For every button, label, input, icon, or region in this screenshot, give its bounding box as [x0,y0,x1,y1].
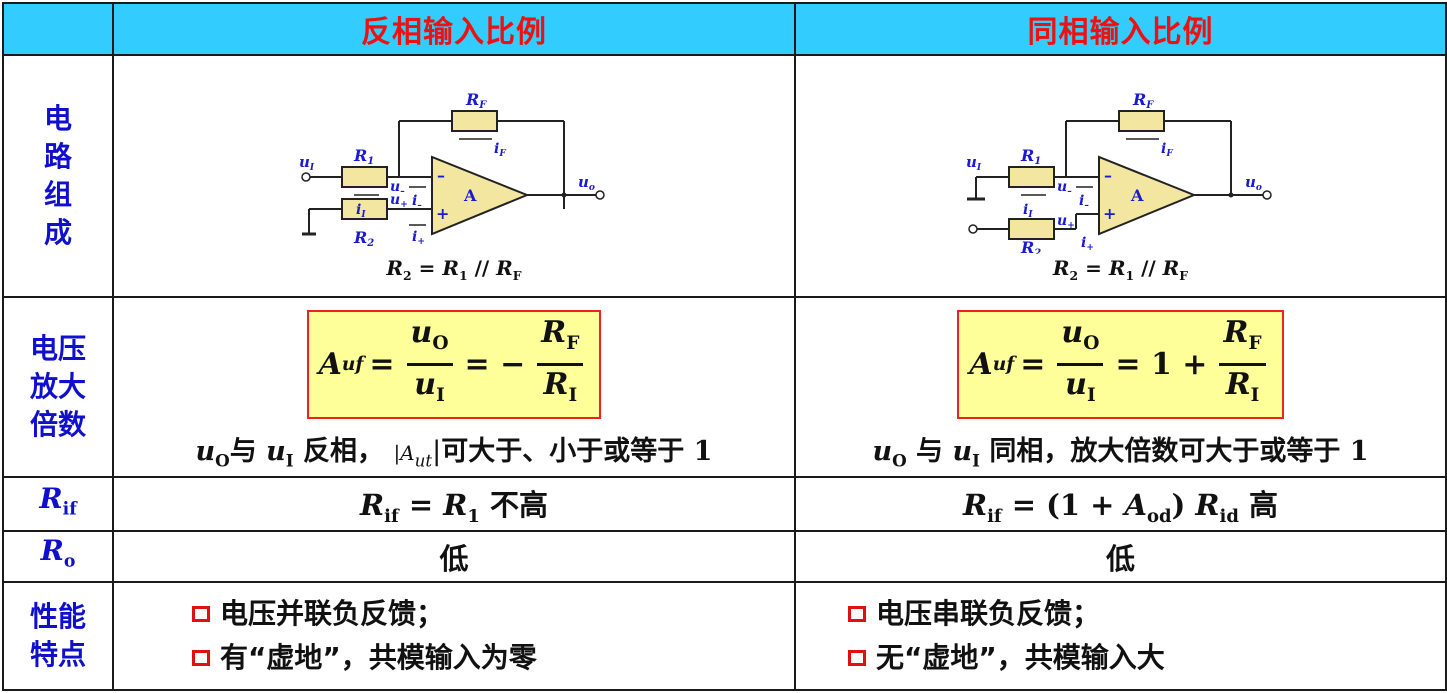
list-item: 无“虚地”，共模输入大 [848,636,1445,680]
circuit-row: 电 路 组 成 [2,54,1447,299]
noninverting-gain-description: uO 与 uI 同相，放大倍数可大于或等于 1 [872,435,1369,471]
gain-row-label: 电压 放大 倍数 [2,296,114,478]
checkbox-square-icon [848,606,866,623]
svg-text:iI: iI [356,202,366,220]
resistor-R1 [1007,166,1055,189]
inverting-circuit-caption: R2 = R1 // RF [386,256,522,284]
svg-text:i–: i– [1079,193,1089,211]
svg-text:R1: R1 [353,146,374,167]
inverting-title: 反相输入比例 [361,15,547,51]
noninverting-rif-cell: Rif = (1 + Aod) Rid 高 [794,475,1447,533]
inverting-circuit-cell: RF iF R1 iI R2 uI u– u+ i– i+ uo A – + R… [112,54,796,299]
checkbox-square-icon [192,650,210,667]
svg-text:RF: RF [1132,90,1154,111]
svg-text:R1: R1 [1020,146,1041,167]
ro-row: Ro 低 低 [2,530,1447,584]
features-row-label: 性能 特点 [2,581,114,691]
inverting-ro-cell: 低 [112,530,796,584]
checkbox-square-icon [192,606,210,623]
header-corner [2,1,114,57]
checkbox-square-icon [848,650,866,667]
circuit-row-label: 电 路 组 成 [2,54,114,299]
svg-text:uo: uo [578,173,595,193]
opamp-triangle [1097,155,1197,236]
list-item: 电压并联负反馈； [192,592,794,636]
svg-text:i–: i– [412,193,422,211]
svg-text:iI: iI [1023,202,1033,220]
svg-text:R2: R2 [353,228,374,249]
svg-text:uI: uI [966,153,982,173]
svg-text:+: + [1103,204,1116,223]
svg-text:i+: i+ [1081,235,1094,253]
ro-row-label: Ro [2,530,114,584]
svg-text:R2: R2 [1020,238,1041,254]
header-row: 反相输入比例 同相输入比例 [2,1,1447,57]
resistor-RF [1117,110,1165,133]
noninverting-circuit-cell: RF iF R1 iI R2 uI u– u+ i– i+ uo A – + R… [794,54,1447,299]
svg-text:u+: u+ [390,192,408,210]
rif-row: Rif Rif = R1 不高 Rif = (1 + Aod) Rid 高 [2,475,1447,533]
svg-text:i+: i+ [412,229,425,247]
svg-text:A: A [463,186,477,205]
features-row: 性能 特点 电压并联负反馈； 有“虚地”，共模输入为零 电压串联负反馈； 无“虚… [2,581,1447,691]
list-item: 有“虚地”，共模输入为零 [192,636,794,680]
svg-text:+: + [436,204,449,223]
noninverting-title: 同相输入比例 [1027,15,1214,51]
header-inverting: 反相输入比例 [112,1,796,57]
resistor-R2 [1007,218,1055,241]
svg-text:u–: u– [1057,179,1072,197]
svg-text:u+: u+ [1057,213,1075,231]
svg-text:u–: u– [390,179,405,197]
svg-text:–: – [437,166,445,185]
inverting-features-cell: 电压并联负反馈； 有“虚地”，共模输入为零 [112,581,796,691]
noninverting-circuit-caption: R2 = R1 // RF [1052,256,1189,284]
svg-text:uI: uI [299,153,315,173]
svg-text:iF: iF [1161,141,1173,159]
svg-text:RF: RF [465,90,487,111]
inverting-circuit-diagram: RF iF R1 iI R2 uI u– u+ i– i+ uo A – + [299,90,605,249]
opamp-triangle [431,155,530,236]
noninverting-ro-cell: 低 [794,530,1447,584]
svg-text:iF: iF [494,141,506,159]
resistor-RF [451,110,498,133]
resistor-R1 [341,166,388,189]
header-noninverting: 同相输入比例 [794,1,1447,57]
inverting-gain-description: uO与 uI 反相， |Aut|可大于、小于或等于 1 [195,435,713,471]
list-item: 电压串联负反馈； [848,592,1445,636]
svg-text:A: A [1130,186,1144,205]
rif-row-label: Rif [2,475,114,533]
noninverting-features-cell: 电压串联负反馈； 无“虚地”，共模输入大 [794,581,1447,691]
svg-text:–: – [1104,166,1112,185]
noninverting-circuit-diagram: RF iF R1 iI R2 uI u– u+ i– i+ uo A – + [966,90,1272,254]
inverting-rif-cell: Rif = R1 不高 [112,475,796,533]
svg-text:uo: uo [1245,173,1262,193]
